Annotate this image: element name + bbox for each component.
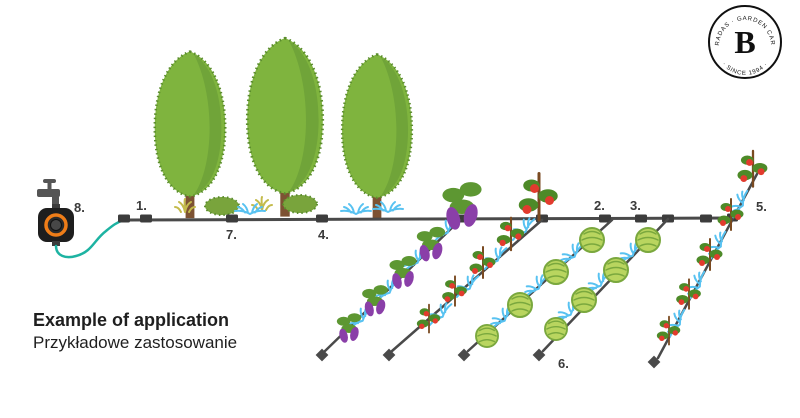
cabbage-icon xyxy=(543,259,569,285)
cabbage-icon xyxy=(603,257,629,283)
tomato-plant-icon xyxy=(495,216,526,252)
eggplant-plant-icon xyxy=(442,182,482,232)
drip-line-icon xyxy=(390,218,544,353)
cabbage-icon xyxy=(571,287,597,313)
number-labels: 8. 1. 7. 4. 2. 3. 5. 6. xyxy=(74,198,767,371)
garden-hose-icon xyxy=(54,218,126,259)
pipe-fitting-icon xyxy=(316,214,328,223)
pipe-fitting-icon xyxy=(599,214,611,223)
bush-icon xyxy=(282,194,318,214)
tomato-plant-icon xyxy=(415,303,442,334)
cabbage-icon xyxy=(635,227,661,253)
tomato-plant-icon xyxy=(517,172,560,222)
label-1: 1. xyxy=(136,198,147,213)
logo-letter: B xyxy=(734,24,755,60)
label-3: 3. xyxy=(630,198,641,213)
pipe-fitting-icon xyxy=(118,214,130,223)
cabbage-rows xyxy=(475,227,661,348)
label-8: 8. xyxy=(74,200,85,215)
timer-dial-icon xyxy=(50,219,62,231)
eggplant-plant-icon xyxy=(336,313,362,344)
pipe-fitting-icon xyxy=(700,214,712,223)
label-7: 7. xyxy=(226,227,237,242)
cabbage-icon xyxy=(544,317,568,341)
pipe-fitting-icon xyxy=(140,214,152,223)
grass-tuft-icon xyxy=(251,196,273,211)
main-line xyxy=(118,213,738,223)
bush-icon xyxy=(204,196,240,216)
water-source xyxy=(37,179,126,259)
timer-outlet-icon xyxy=(52,241,60,246)
tap-spout-icon xyxy=(52,195,59,206)
label-4: 4. xyxy=(318,227,329,242)
pipe-fitting-icon xyxy=(635,214,647,223)
main-pipe-icon xyxy=(122,216,735,222)
label-6: 6. xyxy=(558,356,569,371)
tomato-plant-icon xyxy=(441,275,468,307)
tree-icon xyxy=(340,53,414,221)
tree-row xyxy=(153,36,414,221)
tree-icon xyxy=(245,36,325,218)
tomato-plant-icon xyxy=(468,246,497,279)
tap-handle-icon xyxy=(43,179,56,183)
label-5: 5. xyxy=(756,199,767,214)
tomato-plant-icon xyxy=(736,149,769,188)
caption-block: Example of application Przykładowe zasto… xyxy=(33,308,237,355)
cabbage-icon xyxy=(507,292,533,318)
cabbage-icon xyxy=(579,227,605,253)
tap-stem-icon xyxy=(47,182,52,190)
caption-subheading: Przykładowe zastosowanie xyxy=(33,333,238,353)
tomato-plant-icon xyxy=(716,198,745,231)
pipe-fitting-icon xyxy=(226,214,238,223)
water-spray-icon xyxy=(478,242,510,273)
cabbage-icon xyxy=(475,324,499,348)
label-2: 2. xyxy=(594,198,605,213)
logo-circle-icon xyxy=(708,5,782,79)
eggplant-row xyxy=(336,182,482,344)
timer-inlet-icon xyxy=(52,204,60,210)
caption-heading: Example of application xyxy=(33,310,230,330)
water-spray-icon xyxy=(340,203,372,215)
tree-icon xyxy=(153,50,227,220)
